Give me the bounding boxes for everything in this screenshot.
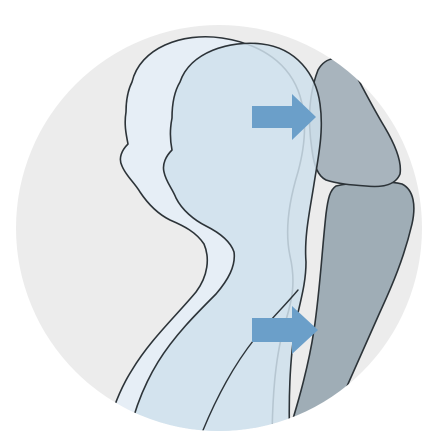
- headrest-illustration: [0, 0, 439, 448]
- posture-diagram: [0, 0, 439, 448]
